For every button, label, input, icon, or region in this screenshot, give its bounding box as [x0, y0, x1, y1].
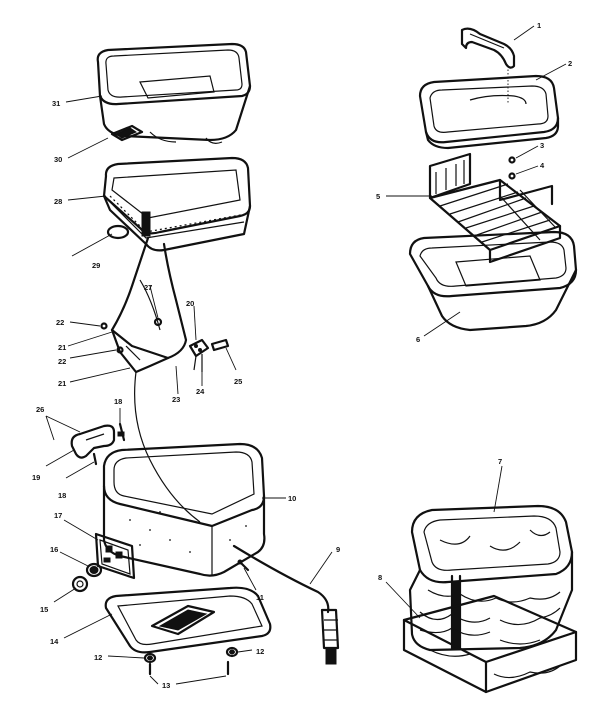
callout-18-top: 18	[114, 397, 122, 406]
callout-12b: 12	[256, 647, 264, 656]
callout-9: 9	[336, 545, 340, 554]
callout-1: 1	[537, 21, 541, 30]
part-17-control-panel	[94, 532, 136, 580]
callout-3: 3	[540, 141, 544, 150]
callout-5: 5	[376, 192, 380, 201]
callout-11: 11	[256, 593, 264, 602]
part-1-lid-handle	[460, 27, 516, 69]
part-29-ring	[106, 224, 130, 240]
callout-14: 14	[50, 637, 59, 646]
callout-25: 25	[234, 377, 242, 386]
callout-26: 26	[36, 405, 44, 414]
callout-30: 30	[54, 155, 62, 164]
callout-22a: 22	[56, 318, 64, 327]
callout-23: 23	[172, 395, 180, 404]
part-8-base-pad	[402, 594, 578, 694]
part-14-bottom-plate	[104, 586, 272, 654]
callout-19: 19	[32, 473, 40, 482]
callout-12a: 12	[94, 653, 102, 662]
part-3-washer	[508, 156, 516, 164]
callout-28-mid: 20	[186, 299, 194, 308]
callout-18: 18	[58, 491, 66, 500]
leader-lines	[45, 25, 567, 685]
part-27-clip	[153, 317, 163, 327]
part-7-decorative-shell	[408, 504, 574, 652]
callout-15: 15	[40, 605, 48, 614]
internal-cord	[134, 371, 201, 523]
part-9-power-cord	[232, 544, 340, 665]
callout-7: 7	[498, 457, 502, 466]
part-16-knob	[85, 562, 103, 578]
callout-28-top: 28	[54, 197, 62, 206]
callout-10: 10	[288, 494, 296, 503]
part-2-lid	[418, 74, 560, 150]
part-4-nut	[508, 172, 516, 180]
callout-17: 17	[54, 511, 62, 520]
callout-31: 31	[52, 99, 60, 108]
part-12-foot-a	[143, 652, 157, 664]
callout-21b: 21	[58, 379, 66, 388]
part-19-handle	[70, 424, 116, 459]
callout-13: 13	[162, 681, 170, 690]
part-12-foot-b	[225, 646, 239, 658]
part-5-rack	[428, 152, 562, 264]
part-22-screw-b	[116, 346, 124, 354]
callout-27: 27	[144, 283, 152, 292]
callout-29: 29	[92, 261, 100, 270]
part-23-shield	[110, 236, 188, 374]
part-25-terminal	[188, 338, 230, 372]
part-22-screw-a	[100, 322, 108, 330]
part-31-top-pan	[96, 42, 252, 144]
callout-16: 16	[50, 545, 58, 554]
part-18-screw	[92, 452, 98, 466]
callout-2: 2	[568, 59, 572, 68]
part-15-washer	[71, 575, 89, 593]
callout-6: 6	[416, 335, 420, 344]
part-30-plate	[110, 124, 144, 142]
callout-8: 8	[378, 573, 382, 582]
callout-24: 24	[196, 387, 205, 396]
callout-labels: 31 30 28 29 27 20 22 21 22 21 23 24 25 2…	[32, 21, 572, 690]
callout-4: 4	[540, 161, 545, 170]
callout-22b: 22	[58, 357, 66, 366]
part-6-liner-pan	[408, 230, 578, 332]
callout-21a: 21	[58, 343, 66, 352]
